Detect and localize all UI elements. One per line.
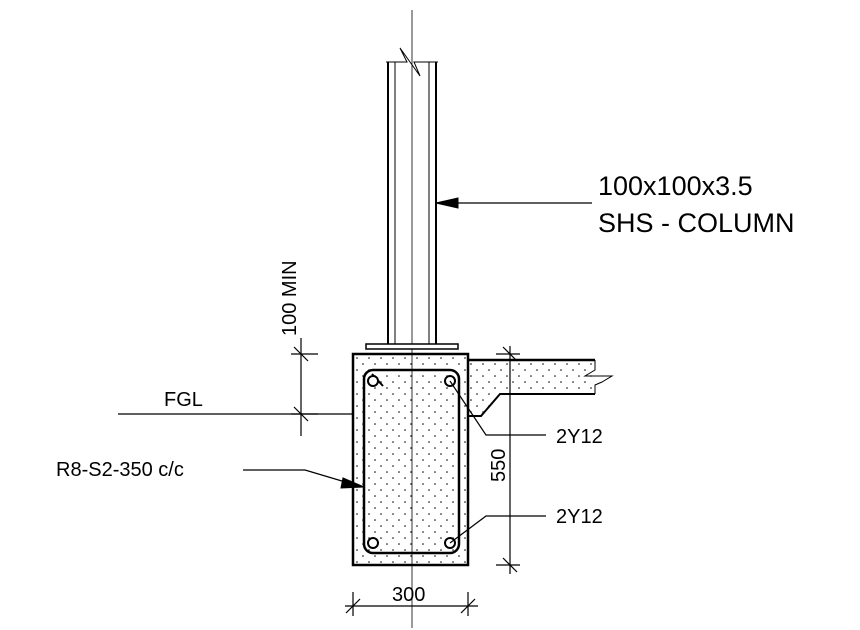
min-embed-dimension	[291, 338, 318, 436]
stirrup-label: R8-S2-350 c/c	[56, 459, 184, 481]
beam-width-label: 300	[392, 584, 425, 606]
column-type-label: SHS - COLUMN	[598, 208, 795, 238]
beam-depth-label: 550	[488, 449, 510, 482]
rebar-bottom-left	[367, 537, 379, 549]
min-embed-label: 100 MIN	[279, 260, 301, 336]
top-bars-leader	[449, 380, 546, 436]
bottom-bars-label: 2Y12	[556, 506, 603, 528]
fgl-label: FGL	[164, 389, 203, 411]
beam-width-dimension	[345, 592, 478, 616]
column-size-label: 100x100x3.5	[598, 171, 753, 201]
bottom-bars-leader	[449, 515, 546, 544]
beam-depth-dimension	[496, 346, 520, 574]
rebar-top-left	[367, 375, 379, 387]
top-bars-label: 2Y12	[556, 426, 603, 448]
stirrup-link	[362, 368, 461, 555]
stirrup-leader	[243, 469, 365, 489]
concrete-beam	[351, 352, 470, 567]
slab-edges	[468, 358, 614, 417]
column-leader	[435, 197, 592, 209]
base-plate	[365, 343, 459, 350]
concrete-slab	[468, 360, 595, 416]
